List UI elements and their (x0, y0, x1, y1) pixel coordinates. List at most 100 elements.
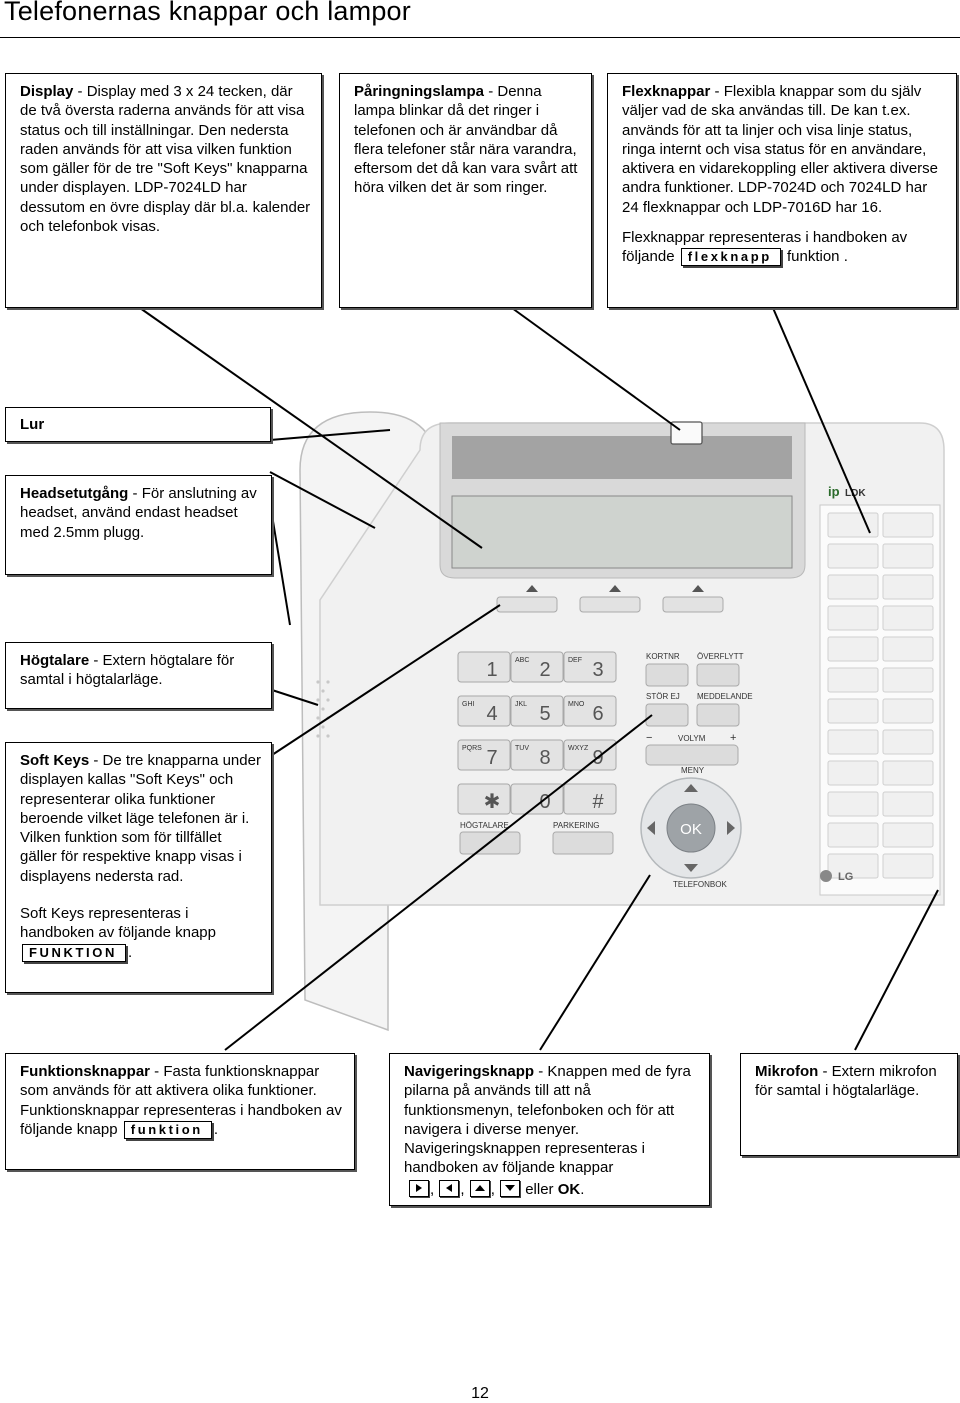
nav-or: eller (521, 1180, 558, 1198)
keypad-key-body (563, 783, 617, 815)
keypad-key-digit: 1 (486, 659, 497, 681)
headset-box: Headsetutgång - För anslutning av headse… (5, 475, 272, 575)
display-text: - Display med 3 x 24 tecken, där de två … (20, 83, 311, 236)
flex-key (882, 605, 934, 631)
keypad-key-digit: 7 (486, 747, 497, 769)
mic-text: - Extern mikrofon för samtal i högtalarl… (755, 1063, 937, 1100)
nav-term: Navigeringsknapp (404, 1063, 535, 1080)
function-keys-text: - Fasta funktionsknappar som används för… (20, 1063, 342, 1138)
hogtalare-button (459, 831, 521, 855)
keypad-key-digit: 8 (539, 747, 550, 769)
nav-text: - Knappen med de fyra pilarna på används… (404, 1063, 691, 1177)
volume-minus: − (646, 732, 652, 744)
speaker-hole (326, 680, 330, 684)
ringing-lamp-text: - Denna lampa blinkar då det ringer i te… (354, 83, 578, 197)
page-title: Telefonernas knappar och lampor (4, 0, 411, 26)
ldk-logo: LDK (845, 488, 866, 499)
flex-key (882, 667, 934, 693)
title-rule (0, 37, 960, 38)
funktion-key: funktion (123, 1120, 212, 1139)
softkeys-line2-before: Soft Keys representeras i handboken av f… (20, 905, 216, 942)
ringing-lamp-box: Påringningslampa - Denna lampa blinkar d… (339, 73, 592, 308)
keypad-key-body (563, 651, 617, 683)
keypad-key-letters: TUV (515, 745, 529, 752)
keypad-key-12: # (563, 783, 617, 815)
softkeys-text: - De tre knapparna under displayen kalla… (20, 752, 261, 885)
keypad-key-digit: ✱ (484, 791, 501, 813)
keypad-key-body (510, 651, 564, 683)
speaker-hole (316, 734, 320, 738)
keypad-key-body (457, 651, 511, 683)
softkey-arrow-2 (609, 585, 621, 592)
keypad-key-digit: 6 (592, 703, 603, 725)
flex-key (827, 543, 879, 569)
ringing-lamp (670, 421, 703, 445)
flex-line2-after: funktion . (786, 248, 848, 266)
speaker-box: Högtalare - Extern högtalare för samtal … (5, 642, 272, 709)
flex-key (882, 791, 934, 817)
flex-key (827, 729, 879, 755)
flex-key (827, 512, 879, 538)
speaker-hole (321, 707, 325, 711)
flex-key (827, 791, 879, 817)
keypad-key-digit: 3 (592, 659, 603, 681)
kortnr-button (645, 663, 689, 687)
flex-key (882, 512, 934, 538)
speaker-hole (321, 725, 325, 729)
keypad-key-letters: PQRS (462, 745, 482, 752)
speaker-text: - Extern högtalare för samtal i högtalar… (20, 652, 235, 689)
flex-key (882, 636, 934, 662)
nav-up-arrow (684, 784, 698, 792)
flex-key (827, 605, 879, 631)
keypad-key-digit: 0 (539, 791, 550, 813)
flex-key (882, 574, 934, 600)
flex-key (827, 760, 879, 786)
volume-button (645, 744, 739, 766)
main-display (451, 495, 793, 569)
speaker-hole (316, 716, 320, 720)
nav-right-key-icon (409, 1179, 429, 1197)
softkey-3 (662, 596, 724, 613)
softkey-arrow-3 (692, 585, 704, 592)
nav-sep-3: , (490, 1180, 495, 1198)
speaker-hole (326, 716, 330, 720)
stor-ej-button (645, 703, 689, 727)
keypad-key-letters: JKL (515, 701, 527, 708)
nav-up-key-icon (469, 1179, 490, 1197)
nav-right-arrow (727, 821, 735, 835)
volume-plus: + (730, 732, 736, 744)
softkeys-term: Soft Keys (20, 752, 90, 769)
keypad-key-2: ABC 2 (510, 651, 564, 683)
keypad-key-digit: 2 (539, 659, 550, 681)
keypad-key-letters: DEF (568, 657, 582, 664)
nav-down-key-icon (500, 1179, 521, 1197)
lur-box: Lur (5, 407, 271, 442)
flex-key (882, 698, 934, 724)
keypad-key-digit: # (592, 791, 604, 813)
display-box: Display - Display med 3 x 24 tecken, där… (5, 73, 322, 308)
speaker-hole (321, 689, 325, 693)
overflytt-label: ÖVERFLYTT (697, 652, 744, 661)
headset-text: - För anslutning av headset, använd enda… (20, 485, 257, 541)
flex-key (827, 667, 879, 693)
keypad-key-7: PQRS 7 (457, 739, 511, 771)
display-term: Display (20, 83, 74, 100)
lg-logo-mark (820, 870, 832, 882)
keypad-key-letters: ABC (515, 657, 529, 664)
meddelande-label: MEDDELANDE (697, 692, 753, 701)
speaker-hole (326, 734, 330, 738)
mic-term: Mikrofon (755, 1063, 819, 1080)
keypad-key-digit: 4 (486, 703, 497, 725)
softkeys-box: Soft Keys - De tre knapparna under displ… (5, 742, 272, 993)
function-keys-box: Funktionsknappar - Fasta funktionsknappa… (5, 1053, 355, 1170)
lur-term: Lur (20, 416, 45, 433)
speaker-hole (316, 680, 320, 684)
flex-box: Flexknappar - Flexibla knappar som du sj… (607, 73, 957, 308)
headset-term: Headsetutgång (20, 485, 129, 502)
navigation-button: OK TELEFONBOK (640, 777, 742, 889)
page-number: 12 (471, 1385, 489, 1402)
meddelande-button (696, 703, 740, 727)
function-keys-term: Funktionsknappar (20, 1063, 151, 1080)
